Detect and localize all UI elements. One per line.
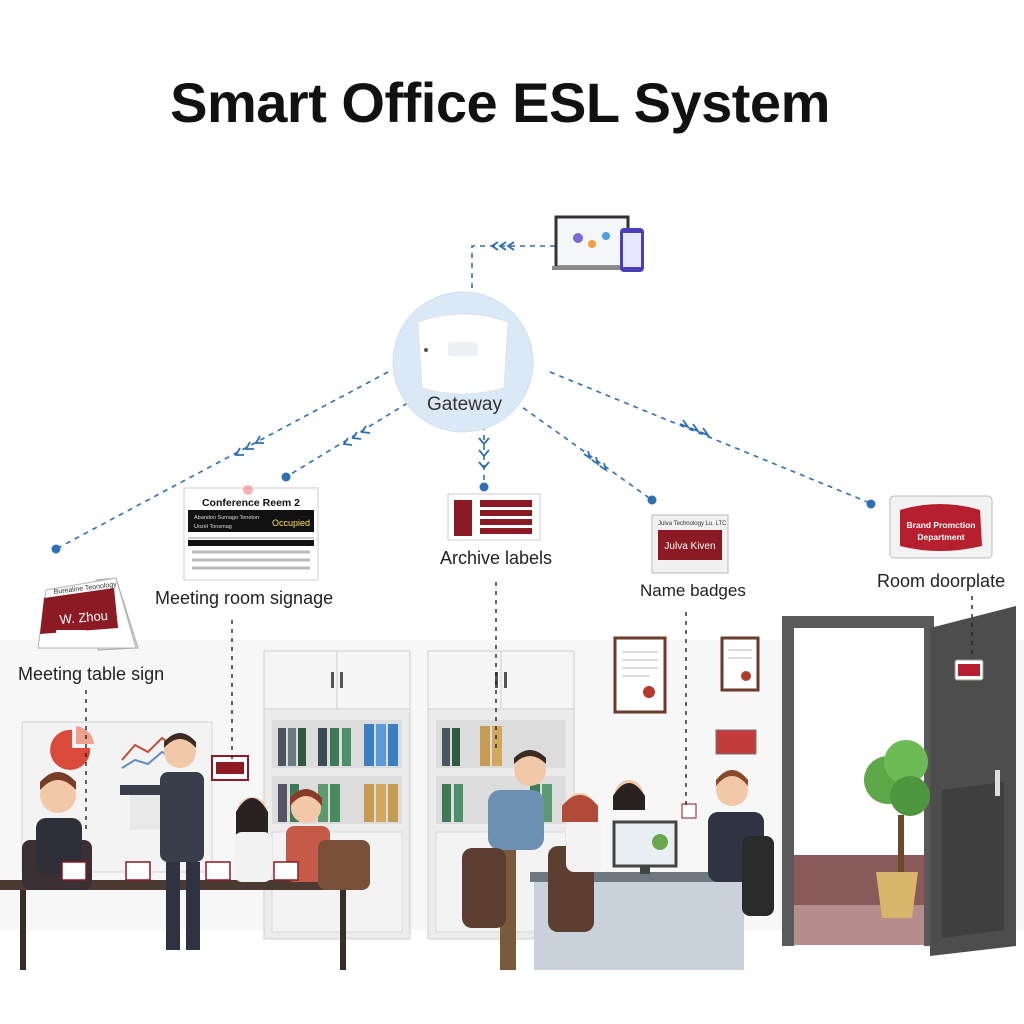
meeting-table-sign-label: Meeting table sign — [18, 664, 164, 685]
link-to-badges — [515, 402, 652, 500]
file-cabinet-left — [264, 651, 410, 939]
name-badge-device: Julva Technology Lu. LTC Julva Kiven — [652, 515, 728, 573]
room-signage-title: Conference Reem 2 — [202, 497, 300, 509]
gateway-label: Gateway — [427, 394, 502, 416]
room-doorplate-label: Room doorplate — [877, 571, 1005, 592]
badge-name: Julva Kiven — [664, 541, 715, 552]
wall-label — [716, 730, 756, 754]
archive-labels-device — [448, 494, 540, 540]
meeting-table-sign-device: Burealine Teonology W. Zhou — [38, 578, 138, 650]
meeting-room-signage-label: Meeting room signage — [155, 588, 333, 609]
doorplate-text-line1: Brand Promction — [907, 520, 976, 530]
wall-signage-small-fill — [216, 762, 244, 774]
room-signage-status: Occupied — [272, 518, 310, 528]
link-to-room-signage — [286, 398, 416, 477]
computer-phone-icon — [552, 217, 644, 272]
svg-text:Julva Technology Lu. LTC: Julva Technology Lu. LTC — [658, 521, 727, 527]
svg-text:Abandon Sumago Teneton: Abandon Sumago Teneton — [194, 515, 259, 521]
archive-labels-label: Archive labels — [440, 548, 552, 569]
name-badges-label: Name badges — [640, 581, 746, 601]
doorplate-text-line2: Department — [917, 532, 964, 542]
meeting-room-signage-device: Conference Reem 2 Abandon Sumago Teneton… — [184, 485, 318, 580]
link-to-doorplate — [550, 372, 870, 503]
svg-text:Uozel Tonsmag: Uozel Tonsmag — [194, 524, 232, 530]
link-to-computer — [472, 246, 555, 296]
